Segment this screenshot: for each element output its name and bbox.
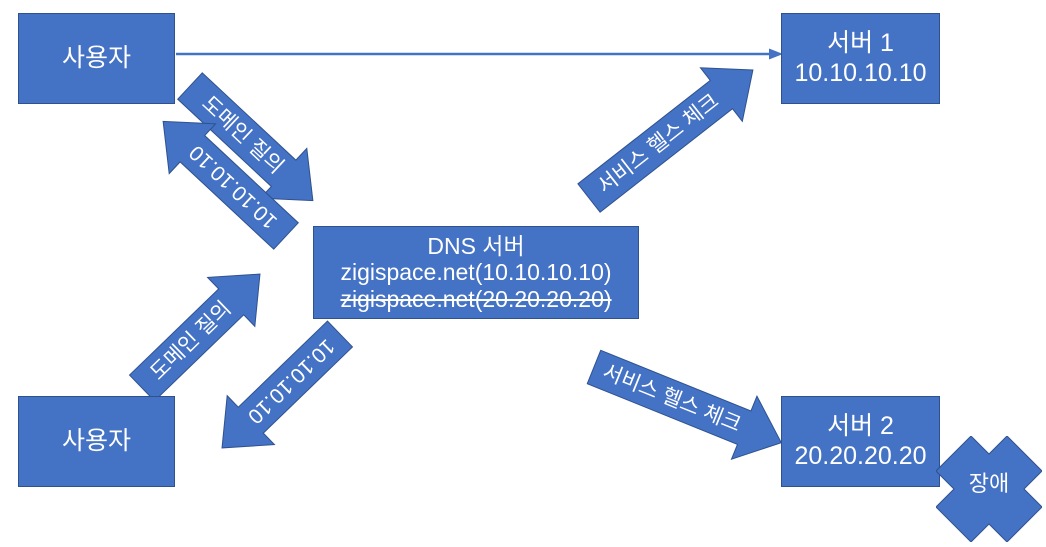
arrow-response-top: 10.10.10.10 (162, 120, 299, 250)
node-server1-name: 서버 1 (827, 29, 894, 57)
arrow-response-top-label: 10.10.10.10 (185, 141, 282, 233)
node-server1-ip: 10.10.10.10 (794, 58, 927, 87)
dns-title: DNS 서버 (427, 233, 525, 260)
arrow-user-to-server1 (176, 48, 783, 60)
arrow-response-bottom-label: 10.10.10.10 (243, 334, 339, 428)
node-user-bottom-label: 사용자 (61, 426, 131, 455)
arrow-healthcheck-top-label: 서비스 헬스 체크 (593, 90, 723, 199)
arrow-healthcheck-top: 서비스 헬스 체크 (577, 67, 754, 213)
x-cross-icon (936, 436, 1042, 542)
arrow-query-top-label: 도메인 질의 (197, 92, 288, 179)
node-server2[interactable]: 서버 2 20.20.20.20 (781, 396, 940, 487)
arrow-query-bottom: 도메인 질의 (128, 273, 261, 402)
node-server2-name: 서버 2 (827, 412, 894, 440)
arrow-query-top: 도메인 질의 (177, 72, 314, 202)
arrow-healthcheck-bottom-label: 서비스 헬스 체크 (599, 360, 744, 436)
failure-label: 장애 (969, 471, 1009, 496)
node-user-top[interactable]: 사용자 (18, 13, 175, 104)
node-dns-server[interactable]: DNS 서버 zigispace.net(10.10.10.10) zigisp… (313, 226, 639, 319)
node-server2-ip: 20.20.20.20 (794, 441, 927, 470)
arrow-healthcheck-bottom: 서비스 헬스 체크 (586, 349, 783, 461)
arrow-response-bottom: 10.10.10.10 (221, 320, 354, 449)
dns-record-2: zigispace.net(20.20.20.20) (340, 285, 612, 312)
failure-x-marker: 장애 (936, 436, 1042, 542)
node-user-top-label: 사용자 (61, 43, 131, 72)
node-server1[interactable]: 서버 1 10.10.10.10 (781, 13, 940, 104)
dns-record-1: zigispace.net(10.10.10.10) (340, 259, 612, 286)
node-user-bottom[interactable]: 사용자 (18, 396, 175, 487)
arrow-query-bottom-label: 도메인 질의 (146, 297, 236, 385)
